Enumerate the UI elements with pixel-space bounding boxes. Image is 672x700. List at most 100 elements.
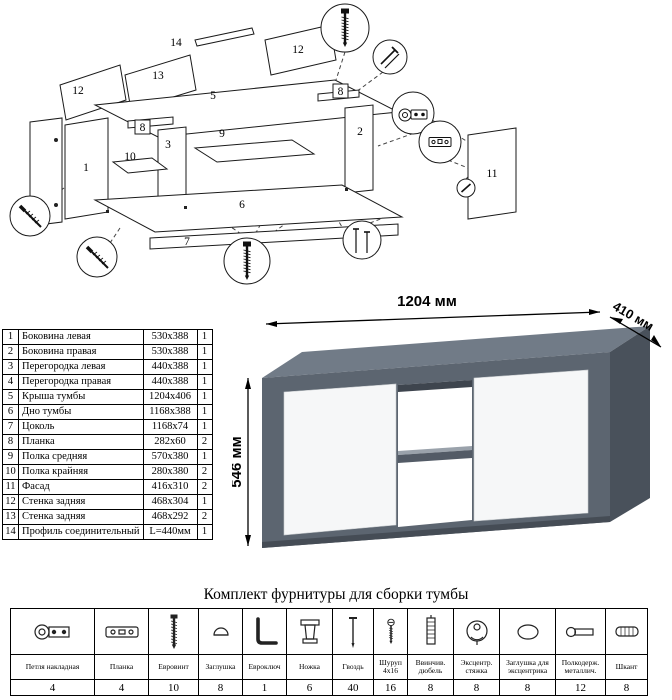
plinth-7	[149, 223, 399, 250]
hardware-item-name: Гвоздь	[332, 654, 374, 680]
hardware-item-qty: 8	[407, 679, 454, 696]
confirmat-screw-icon-2	[243, 241, 251, 280]
boxed-labels	[134, 83, 349, 135]
cam-icon	[465, 619, 488, 645]
hardware-names-row: Петля накладная Планка Евровинт Заглушка…	[10, 654, 648, 680]
hardware-item-qty: 40	[332, 679, 374, 696]
hardware-item-qty: 8	[198, 679, 243, 696]
plug-icon	[212, 626, 229, 636]
panel-back-12-left	[59, 64, 127, 121]
middle-shelf	[398, 450, 472, 463]
hexkey-icon	[255, 616, 278, 645]
opening-top-shadow	[398, 380, 472, 392]
hardware-item-name: Планка	[94, 654, 149, 680]
callout-hinge-cup	[391, 91, 435, 135]
plate-icon	[104, 625, 139, 638]
label-8a: 8	[140, 122, 146, 134]
hardware-title: Комплект фурнитуры для сборки тумбы	[203, 586, 469, 603]
exploded-diagram: 14 13 12 12 5 8 8 9 3 10 1 2 6 7 11	[9, 3, 517, 285]
label-13: 13	[152, 70, 164, 82]
panel-back-13	[124, 54, 197, 111]
cabinet-render: 1204 мм 410 мм 546 мм	[232, 293, 662, 548]
panel-bottom-6	[93, 184, 404, 233]
height-label: 546 мм	[232, 436, 245, 487]
hardware-item-name: Шкант	[605, 654, 648, 680]
hardware-item-name: Евроключ	[242, 654, 287, 680]
middle-shelf-edge	[398, 446, 472, 455]
cabinet-right-face	[610, 326, 650, 522]
connecting-profile-14	[194, 27, 255, 47]
fastener-drawings	[18, 8, 472, 280]
hardware-item-qty: 4	[94, 679, 149, 696]
label-5: 5	[210, 90, 216, 102]
hardware-item-qty: 1	[242, 679, 287, 696]
panel-back-12-right	[264, 24, 337, 76]
hardware-item-qty: 8	[605, 679, 648, 696]
label-3: 3	[165, 139, 171, 151]
cabinet-3d	[262, 326, 650, 548]
hinge-cup-icon	[398, 108, 428, 122]
label-9: 9	[219, 128, 225, 140]
hardware-item-name: Полкодерж. металлич.	[555, 654, 606, 680]
hardware-item-name: Шуруп 4х16	[373, 654, 408, 680]
label-6: 6	[239, 199, 245, 211]
euroscrew-icon-2	[85, 245, 109, 269]
door-left	[283, 383, 397, 536]
hardware-item-qty: 8	[453, 679, 500, 696]
shelf-support-icon	[565, 626, 594, 637]
euroscrew-icon-1	[18, 204, 42, 228]
euroscrew-icon	[170, 614, 177, 649]
callout-hinge-plate	[418, 120, 462, 164]
hardware-item-name: Петля накладная	[10, 654, 95, 680]
cabinet-plinth	[262, 516, 610, 548]
hardware-table: Петля накладная Планка Евровинт Заглушка…	[10, 608, 648, 696]
hardware-item-qty: 16	[373, 679, 408, 696]
label-12b: 12	[292, 44, 304, 56]
shelf-9	[193, 139, 316, 163]
nail-icon	[349, 616, 357, 648]
hardware-icons-row	[10, 608, 648, 655]
door-right	[473, 369, 589, 522]
hinge-plate-icon	[428, 137, 452, 147]
label-14: 14	[170, 37, 182, 49]
partition-2	[344, 104, 374, 194]
label-12a: 12	[72, 85, 84, 97]
hardware-item-name: Эксцентр. стяжка	[453, 654, 500, 680]
leg-icon	[299, 618, 320, 644]
hinge-icon	[33, 623, 70, 640]
dowel-icon	[425, 614, 436, 645]
screws-pair-icon	[380, 46, 400, 69]
label-2: 2	[357, 126, 363, 138]
hardware-qty-row: 4 4 10 8 1 6 40 16 8 8 8 12 8	[10, 679, 648, 696]
dimension-width: 1204 мм	[265, 293, 601, 327]
hardware-item-qty: 4	[10, 679, 95, 696]
door-hinge-marks	[54, 138, 348, 213]
label-7: 7	[184, 236, 190, 248]
callout-nails	[342, 220, 382, 260]
hardware-item-qty: 10	[148, 679, 199, 696]
small-screw-icon	[460, 183, 472, 193]
nails-icon	[353, 228, 370, 253]
width-label: 1204 мм	[397, 293, 457, 310]
callout-screws-top	[372, 39, 408, 75]
screw-icon	[386, 618, 395, 644]
label-11: 11	[486, 168, 497, 180]
hardware-item-name: Евровинт	[148, 654, 199, 680]
cabinet-panels	[29, 24, 517, 250]
dimension-height: 546 мм	[232, 378, 251, 546]
